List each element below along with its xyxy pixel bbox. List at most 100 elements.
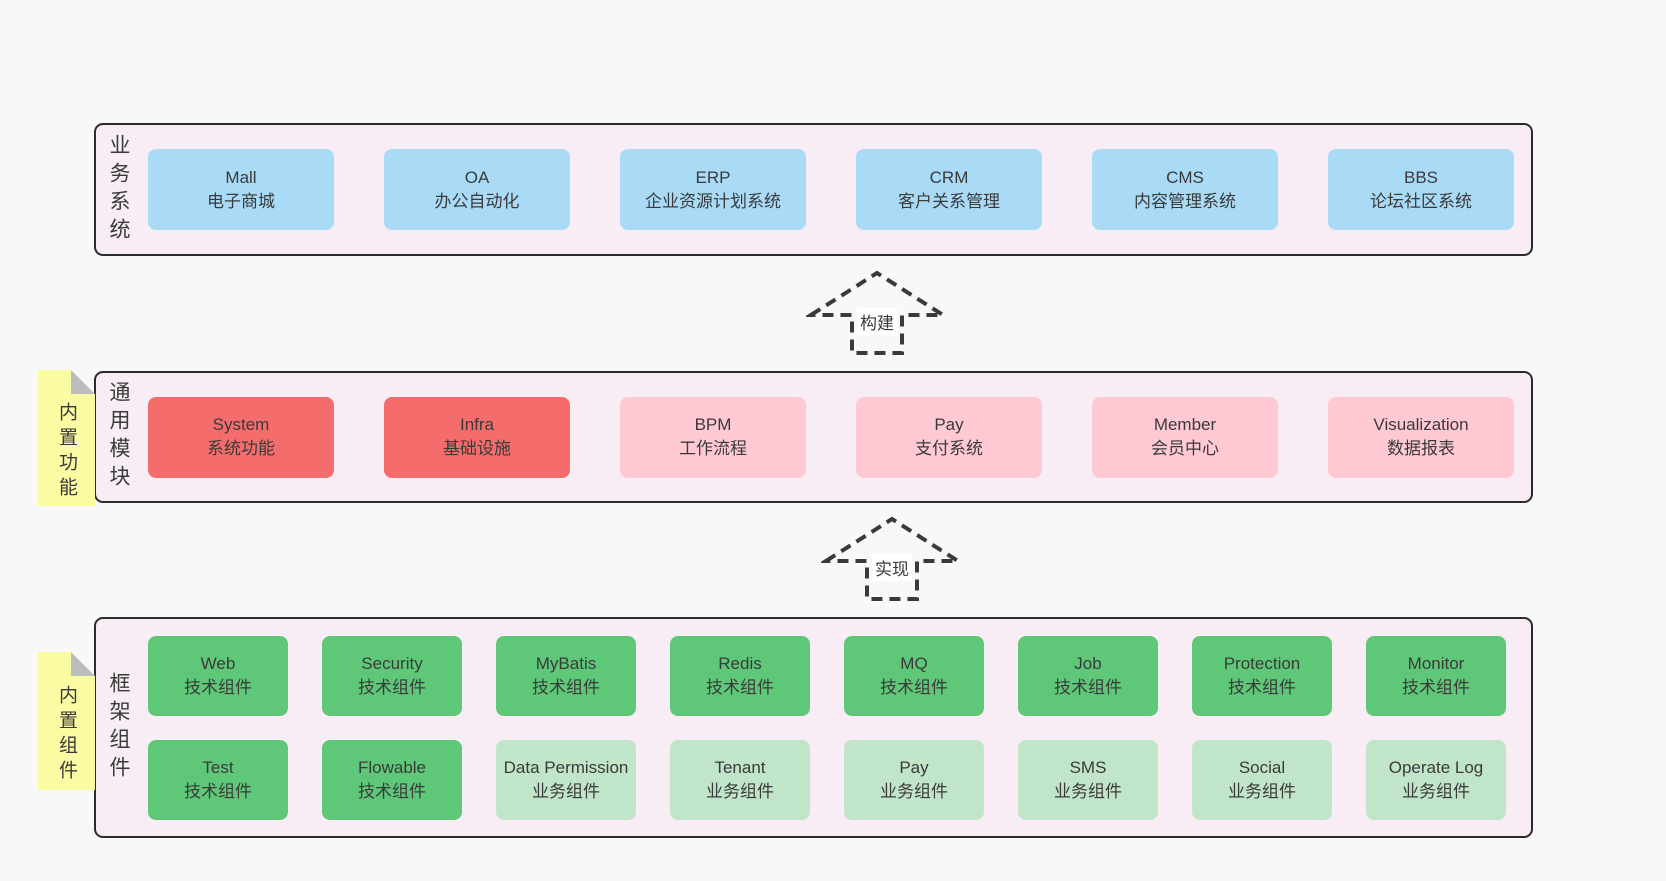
build-arrow: 构建 bbox=[804, 266, 950, 358]
box-bbs-en: BBS bbox=[1403, 167, 1439, 187]
box-tenant-zh: 业务组件 bbox=[706, 781, 774, 801]
box-flowable: Flowable 技术组件 bbox=[322, 739, 462, 820]
box-social: Social 业务组件 bbox=[1192, 739, 1332, 820]
implement-arrow: 实现 bbox=[819, 512, 965, 604]
box-data-permission-en: Data Permission bbox=[503, 757, 629, 777]
box-erp: ERP 企业资源计划系统 bbox=[620, 149, 806, 230]
box-web-en: Web bbox=[200, 653, 236, 673]
box-member-zh: 会员中心 bbox=[1151, 439, 1219, 458]
box-mq-zh: 技术组件 bbox=[880, 677, 948, 697]
box-sms-zh: 业务组件 bbox=[1054, 781, 1122, 801]
box-visualization-zh: 数据报表 bbox=[1387, 439, 1455, 458]
box-redis-zh: 技术组件 bbox=[706, 677, 774, 697]
box-erp-zh: 企业资源计划系统 bbox=[645, 191, 781, 211]
box-protection: Protection 技术组件 bbox=[1192, 635, 1332, 716]
box-mq: MQ 技术组件 bbox=[844, 635, 984, 716]
box-mq-en: MQ bbox=[900, 653, 928, 673]
box-flowable-en: Flowable bbox=[357, 757, 427, 777]
builtin-features-label: 内置功能 bbox=[56, 401, 77, 502]
box-pay-biz-zh: 业务组件 bbox=[880, 781, 948, 801]
box-monitor: Monitor 技术组件 bbox=[1366, 635, 1506, 716]
box-member-en: Member bbox=[1153, 415, 1217, 434]
box-oa-en: OA bbox=[464, 167, 490, 187]
builtin-components-sticky: 内置组件 bbox=[38, 652, 95, 790]
box-social-zh: 业务组件 bbox=[1228, 781, 1296, 801]
box-bpm-zh: 工作流程 bbox=[679, 439, 747, 458]
common-modules-label: 通用模块 bbox=[107, 381, 130, 493]
box-infra: Infra 基础设施 bbox=[384, 396, 570, 478]
box-tenant-en: Tenant bbox=[714, 757, 766, 777]
box-test: Test 技术组件 bbox=[148, 739, 288, 820]
box-infra-zh: 基础设施 bbox=[443, 439, 511, 458]
box-member: Member 会员中心 bbox=[1092, 396, 1278, 478]
box-operate-log-en: Operate Log bbox=[1388, 757, 1484, 777]
box-web: Web 技术组件 bbox=[148, 635, 288, 716]
box-oa: OA 办公自动化 bbox=[384, 149, 570, 230]
box-mall-en: Mall bbox=[225, 167, 257, 187]
box-pay-biz-en: Pay bbox=[899, 757, 929, 777]
box-bbs: BBS 论坛社区系统 bbox=[1328, 149, 1514, 230]
framework-components-label: 框架组件 bbox=[107, 671, 130, 784]
box-flowable-zh: 技术组件 bbox=[358, 781, 426, 801]
box-infra-en: Infra bbox=[459, 415, 495, 434]
box-pay: Pay 支付系统 bbox=[856, 396, 1042, 478]
box-cms: CMS 内容管理系统 bbox=[1092, 149, 1278, 230]
box-sms: SMS 业务组件 bbox=[1018, 739, 1158, 820]
business-systems-panel: 业务系统 Mall 电子商城 OA 办公自动化 ERP 企业资源计划系统 CRM… bbox=[94, 123, 1533, 256]
box-system: System 系统功能 bbox=[148, 396, 334, 478]
common-modules-panel: 通用模块 System 系统功能 Infra 基础设施 BPM 工作流程 Pay… bbox=[94, 371, 1533, 503]
box-visualization-en: Visualization bbox=[1373, 415, 1469, 434]
box-data-permission: Data Permission 业务组件 bbox=[496, 739, 636, 820]
box-job: Job 技术组件 bbox=[1018, 635, 1158, 716]
builtin-features-sticky: 内置功能 bbox=[38, 370, 95, 506]
box-monitor-en: Monitor bbox=[1407, 653, 1465, 673]
box-data-permission-zh: 业务组件 bbox=[532, 781, 600, 801]
box-redis-en: Redis bbox=[718, 653, 762, 673]
business-systems-label: 业务系统 bbox=[107, 133, 130, 246]
box-cms-zh: 内容管理系统 bbox=[1134, 191, 1236, 211]
box-test-zh: 技术组件 bbox=[184, 781, 252, 801]
build-arrow-label: 构建 bbox=[857, 308, 897, 335]
dashed-up-arrow-icon bbox=[804, 270, 950, 355]
box-social-en: Social bbox=[1238, 757, 1286, 777]
framework-components-panel: 框架组件 Web 技术组件 Security 技术组件 MyBatis 技术组件… bbox=[94, 617, 1533, 838]
business-systems-row: Mall 电子商城 OA 办公自动化 ERP 企业资源计划系统 CRM 客户关系… bbox=[148, 149, 1514, 230]
implement-arrow-label: 实现 bbox=[872, 554, 912, 581]
box-web-zh: 技术组件 bbox=[184, 677, 252, 697]
box-bpm-en: BPM bbox=[694, 415, 732, 434]
box-system-zh: 系统功能 bbox=[207, 439, 275, 458]
box-system-en: System bbox=[212, 415, 270, 434]
box-mybatis-en: MyBatis bbox=[535, 653, 597, 673]
framework-components-grid: Web 技术组件 Security 技术组件 MyBatis 技术组件 Redi… bbox=[148, 635, 1506, 820]
box-mybatis-zh: 技术组件 bbox=[532, 677, 600, 697]
box-protection-en: Protection bbox=[1223, 653, 1301, 673]
box-security-zh: 技术组件 bbox=[358, 677, 426, 697]
box-crm-zh: 客户关系管理 bbox=[898, 191, 1000, 211]
box-mall: Mall 电子商城 bbox=[148, 149, 334, 230]
box-mybatis: MyBatis 技术组件 bbox=[496, 635, 636, 716]
box-monitor-zh: 技术组件 bbox=[1402, 677, 1470, 697]
box-crm: CRM 客户关系管理 bbox=[856, 149, 1042, 230]
box-visualization: Visualization 数据报表 bbox=[1328, 396, 1514, 478]
sticky-fold-icon bbox=[71, 370, 95, 394]
box-tenant: Tenant 业务组件 bbox=[670, 739, 810, 820]
box-security-en: Security bbox=[361, 653, 423, 673]
box-pay-en: Pay bbox=[934, 415, 964, 434]
box-pay-zh: 支付系统 bbox=[915, 439, 983, 458]
box-mall-zh: 电子商城 bbox=[207, 191, 275, 211]
box-crm-en: CRM bbox=[929, 167, 969, 187]
framework-components-row1: Web 技术组件 Security 技术组件 MyBatis 技术组件 Redi… bbox=[148, 635, 1506, 716]
box-protection-zh: 技术组件 bbox=[1228, 677, 1296, 697]
box-job-en: Job bbox=[1074, 653, 1102, 673]
box-operate-log: Operate Log 业务组件 bbox=[1366, 739, 1506, 820]
box-oa-zh: 办公自动化 bbox=[434, 191, 520, 211]
framework-components-row2: Test 技术组件 Flowable 技术组件 Data Permission … bbox=[148, 739, 1506, 820]
box-security: Security 技术组件 bbox=[322, 635, 462, 716]
box-cms-en: CMS bbox=[1166, 167, 1204, 187]
box-bbs-zh: 论坛社区系统 bbox=[1370, 191, 1472, 211]
dashed-up-arrow-icon bbox=[819, 516, 965, 601]
box-job-zh: 技术组件 bbox=[1054, 677, 1122, 697]
box-bpm: BPM 工作流程 bbox=[620, 396, 806, 478]
sticky-fold-icon bbox=[71, 652, 95, 676]
